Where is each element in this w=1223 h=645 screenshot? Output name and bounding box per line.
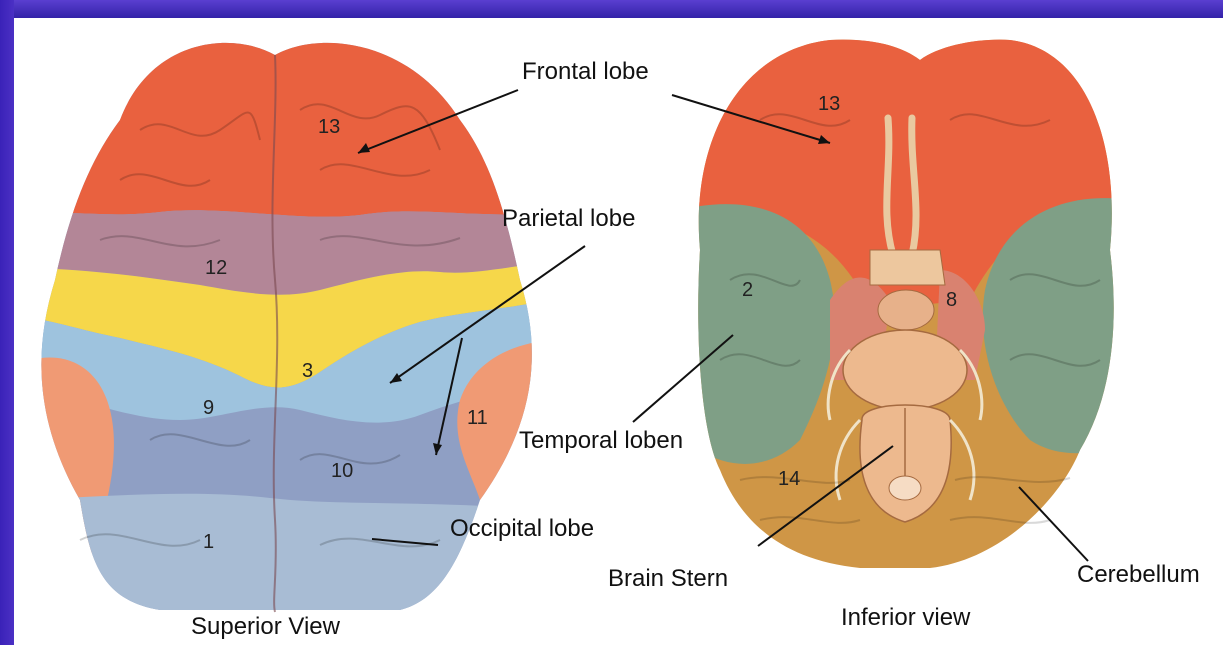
frame-left-bar <box>0 0 14 645</box>
superior-number-13: 13 <box>318 116 340 138</box>
brain-stem-label: Brain Stern <box>608 565 728 592</box>
brain-diagram: 13 12 3 9 10 11 1 <box>14 18 1223 645</box>
superior-number-1: 1 <box>203 531 214 553</box>
superior-number-9: 9 <box>203 397 214 419</box>
superior-number-11: 11 <box>467 407 488 429</box>
inferior-number-8: 8 <box>946 289 957 311</box>
temporal-lobe-label: Temporal loben <box>519 427 683 454</box>
cerebellum-label: Cerebellum <box>1077 561 1200 588</box>
superior-view-caption: Superior View <box>191 613 341 640</box>
frame-top-bar <box>0 0 1223 18</box>
inferior-number-13: 13 <box>818 93 840 115</box>
superior-number-3: 3 <box>302 360 313 382</box>
occipital-pole-region <box>30 494 550 620</box>
diagram-panel: 13 12 3 9 10 11 1 <box>14 18 1223 645</box>
superior-number-12: 12 <box>205 257 227 279</box>
superior-number-10: 10 <box>331 460 353 482</box>
frontal-lobe-label: Frontal lobe <box>522 58 649 85</box>
inferior-number-14: 14 <box>778 468 800 490</box>
inferior-view-caption: Inferior view <box>841 604 971 631</box>
parietal-lobe-label: Parietal lobe <box>502 205 635 232</box>
occipital-lobe-label: Occipital lobe <box>450 515 594 542</box>
frontal-region-superior <box>30 20 550 217</box>
inferior-number-2: 2 <box>742 279 753 301</box>
cerebellum-leader <box>1019 487 1088 561</box>
